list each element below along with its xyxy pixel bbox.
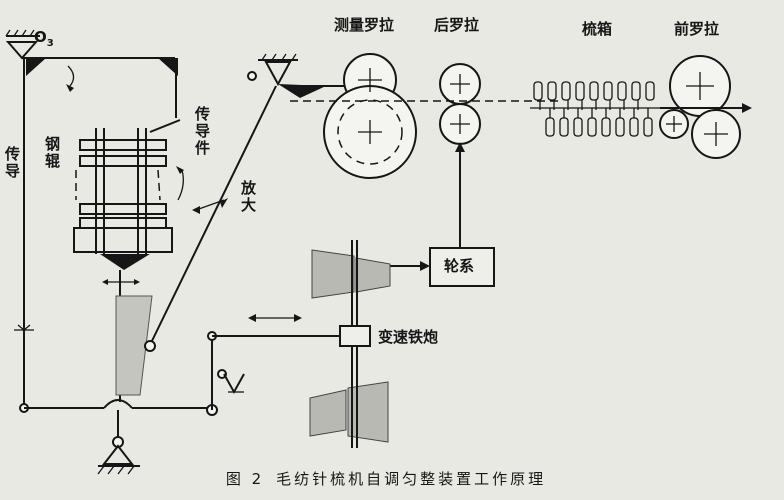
steel-roller-assembly: [73, 119, 184, 254]
label-back-roller: 后罗拉: [434, 16, 480, 34]
roller-pivot: [100, 254, 150, 270]
label-transmission-member: 传导件: [193, 106, 211, 157]
top-lever-frame: [22, 57, 178, 118]
label-o3: O3: [34, 30, 54, 49]
central-rod: [102, 270, 153, 402]
label-steel-roller: 钢辊: [43, 136, 61, 170]
figure-number: 图 2: [225, 470, 265, 488]
label-o3-subscript: 3: [46, 38, 54, 49]
cone-control-link: [207, 314, 344, 410]
label-o3-text: O: [34, 28, 47, 46]
gill-box: [530, 81, 660, 137]
figure-caption: 图 2 毛纺针梳机自调匀整装置工作原理: [0, 468, 784, 489]
measuring-roller-pair: [323, 53, 417, 179]
amplifying-lever: [144, 53, 350, 352]
left-transmission-rod: [14, 58, 34, 413]
bottom-linkage: [24, 399, 218, 475]
label-gill-box: 梳箱: [582, 20, 613, 38]
front-roller-set: [659, 55, 752, 159]
label-front-roller: 前罗拉: [674, 20, 720, 38]
back-roller-pair: [439, 63, 481, 250]
label-gear-train: 轮系: [444, 257, 475, 275]
label-measuring-roller: 测量罗拉: [334, 16, 395, 34]
gear-train-box: [390, 247, 495, 287]
label-amplify: 放大: [239, 180, 257, 214]
figure-title: 毛纺针梳机自调匀整装置工作原理: [276, 470, 547, 488]
variable-speed-cones: [309, 240, 391, 448]
label-transmission: 传导: [3, 146, 21, 180]
pivot-o3: [5, 29, 40, 60]
label-variable-speed-cone: 变速铁炮: [378, 328, 439, 346]
